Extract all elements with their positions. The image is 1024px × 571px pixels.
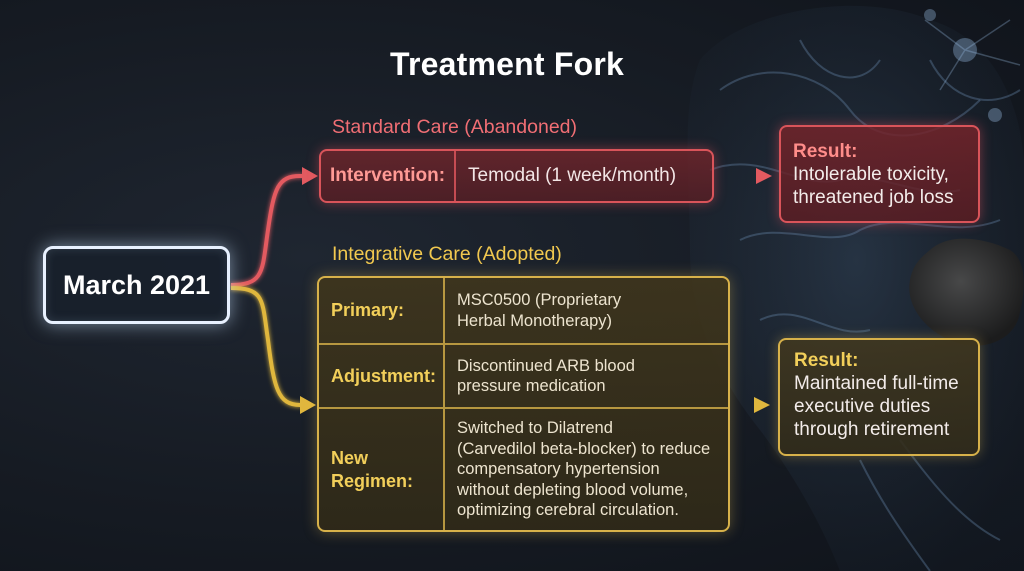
- integrative-result-heading: Result:: [794, 350, 859, 371]
- arrowhead-integrative-care: [300, 396, 316, 414]
- intervention-label: Intervention:: [321, 151, 456, 201]
- standard-care-box: Intervention: Temodal (1 week/month): [319, 149, 714, 203]
- primary-value-line: Herbal Monotherapy): [457, 311, 612, 330]
- arrowhead-standard-result: [756, 168, 772, 184]
- arrowhead-integrative-result: [754, 397, 770, 413]
- standard-care-result-box: Result: Intolerable toxicity, threatened…: [779, 125, 980, 223]
- new-regimen-label: New Regimen:: [319, 409, 445, 530]
- table-row-adjustment: Adjustment: Discontinued ARB blood press…: [319, 343, 728, 407]
- start-node-march-2021: March 2021: [43, 246, 230, 324]
- standard-result-line: Intolerable toxicity,: [793, 164, 949, 185]
- tumor-illustration: [909, 238, 1024, 346]
- standard-care-heading: Standard Care (Abandoned): [332, 116, 577, 138]
- start-node-label: March 2021: [62, 269, 211, 300]
- new-regimen-value-line: (Carvedilol beta-blocker) to reduce: [457, 439, 711, 458]
- diagram-title: Treatment Fork: [390, 46, 624, 82]
- new-regimen-value-line: without depleting blood volume,: [457, 480, 689, 499]
- standard-result-line: threatened job loss: [793, 187, 954, 208]
- standard-result-heading: Result:: [793, 141, 858, 162]
- connector-integrative-care: [230, 286, 302, 407]
- new-regimen-value-line: Switched to Dilatrend: [457, 419, 613, 438]
- integrative-result-line: Maintained full-time: [794, 373, 959, 394]
- table-row-primary: Primary: MSC0500 (Proprietary Herbal Mon…: [319, 278, 728, 343]
- integrative-result-line: executive duties: [794, 396, 931, 417]
- new-regimen-label-text: New: [331, 447, 369, 468]
- primary-label-text: Primary:: [331, 300, 405, 320]
- new-regimen-value: Switched to Dilatrend (Carvedilol beta-b…: [457, 409, 720, 530]
- primary-value-line: MSC0500 (Proprietary: [457, 291, 622, 309]
- table-row-new-regimen: New Regimen: Switched to Dilatrend (Carv…: [319, 407, 728, 530]
- new-regimen-label-text: Regimen:: [331, 470, 414, 491]
- integrative-care-result-box: Result: Maintained full-time executive d…: [778, 338, 980, 456]
- adjustment-value-line: Discontinued ARB blood: [457, 356, 635, 375]
- arrowhead-standard-care: [302, 167, 318, 185]
- intervention-value: Temodal (1 week/month): [468, 165, 677, 186]
- integrative-care-heading: Integrative Care (Adopted): [332, 243, 562, 265]
- integrative-care-table: Primary: MSC0500 (Proprietary Herbal Mon…: [317, 276, 730, 532]
- new-regimen-value-line: optimizing cerebral circulation.: [457, 501, 679, 520]
- adjustment-label: Adjustment:: [319, 345, 445, 407]
- adjustment-value-line: pressure medication: [457, 377, 606, 395]
- new-regimen-value-line: compensatory hypertension: [457, 460, 660, 479]
- integrative-result-line: through retirement: [794, 419, 950, 440]
- connector-standard-care: [230, 174, 304, 287]
- primary-label: Primary:: [319, 278, 445, 343]
- adjustment-value: Discontinued ARB blood pressure medicati…: [457, 345, 720, 407]
- primary-value: MSC0500 (Proprietary Herbal Monotherapy): [457, 278, 720, 343]
- adjustment-label-text: Adjustment:: [331, 365, 436, 386]
